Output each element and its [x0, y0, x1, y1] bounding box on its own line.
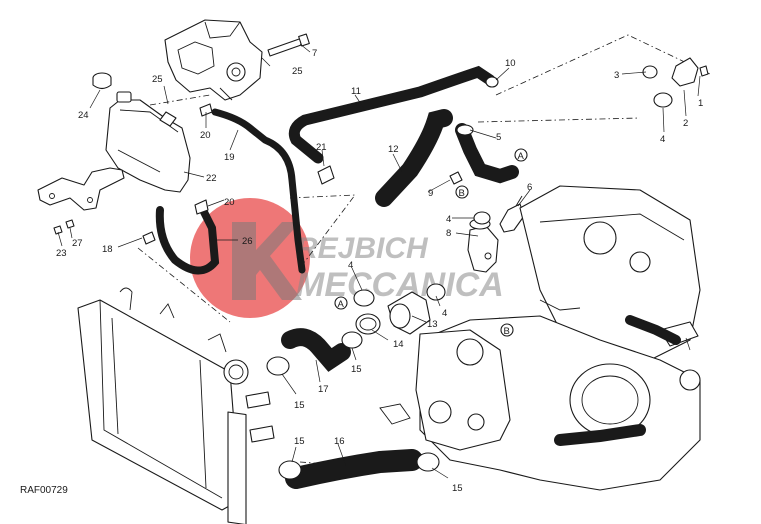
callout-4: 4: [446, 214, 451, 225]
small-fittings: [142, 57, 709, 245]
sensor-6: [499, 195, 525, 233]
callout-1: 1: [698, 98, 703, 109]
elbow-pipe-5: [455, 123, 519, 184]
marker-a: A: [518, 151, 525, 162]
hose-26: [155, 206, 220, 275]
watermark-logo: REJBICH MECCANICA: [190, 198, 504, 318]
callout-8: 8: [446, 228, 451, 239]
radiator: [77, 287, 275, 524]
hose-12: [375, 109, 453, 207]
mount-bracket: [164, 19, 263, 101]
o-ring-14: [355, 313, 381, 335]
callout-10: 10: [505, 58, 516, 69]
callout-2: 2: [683, 118, 688, 129]
callout-13: 13: [427, 319, 438, 330]
callout-15: 15: [351, 364, 362, 375]
assembly-line-mid: [289, 194, 356, 269]
callout-19: 19: [224, 152, 235, 163]
callout-23: 23: [56, 248, 67, 259]
callout-22: 22: [206, 173, 217, 184]
clamps: [266, 92, 673, 480]
marker-b: B: [459, 188, 465, 199]
callout-15: 15: [294, 436, 305, 447]
assembly-line-right: [477, 117, 641, 123]
expansion-tank: [105, 91, 191, 193]
callout-12: 12: [388, 144, 399, 155]
callout-9: 9: [428, 188, 433, 199]
callout-25: 25: [292, 66, 303, 77]
marker-a: A: [338, 299, 345, 310]
callout-26: 26: [242, 236, 253, 247]
hose-16: [285, 449, 423, 489]
callout-4: 4: [348, 260, 353, 271]
callout-3: 3: [614, 70, 619, 81]
clamp-10: [485, 76, 499, 88]
callout-24: 24: [78, 110, 89, 121]
thermostat-housing-8: [467, 218, 499, 273]
leader-lines: [57, 43, 701, 479]
watermark-k-shape: [232, 222, 302, 300]
callout-20: 20: [200, 130, 211, 141]
assembly-line-left: [137, 247, 231, 323]
callout-21: 21: [316, 142, 327, 153]
callout-15: 15: [452, 483, 463, 494]
reference-markers: A A B B: [334, 148, 528, 337]
assembly-line-tank: [149, 94, 211, 106]
engine-block: [379, 185, 701, 491]
bolt-7: [267, 33, 310, 57]
callout-14: 14: [393, 339, 404, 350]
callout-18: 18: [102, 244, 113, 255]
callout-4: 4: [660, 134, 665, 145]
callout-25: 25: [152, 74, 163, 85]
callout-27: 27: [72, 238, 83, 249]
callout-7: 7: [312, 48, 317, 59]
callout-20: 20: [224, 197, 235, 208]
callout-4: 4: [442, 308, 447, 319]
callout-11: 11: [351, 86, 361, 97]
callout-15: 15: [294, 400, 305, 411]
callout-16: 16: [334, 436, 345, 447]
tank-cap-24: [92, 72, 112, 90]
watermark-line2: MECCANICA: [296, 266, 504, 304]
callout-6: 6: [527, 182, 532, 193]
drawing-reference-code: RAF00729: [20, 485, 68, 496]
thermostat-13: [387, 291, 431, 335]
tank-bracket-23: [37, 167, 125, 211]
screw-23-27: [53, 219, 75, 235]
watermark-line1: REJBICH: [296, 232, 429, 265]
hose-19: [211, 108, 306, 274]
callout-5: 5: [496, 132, 501, 143]
callout-17: 17: [318, 384, 329, 395]
callout-labels: 1 2 3 4 4 4 4 5 6 7 8 9 10 11 12 13 14 1…: [56, 48, 703, 494]
marker-b: B: [504, 326, 510, 337]
hose-17: [281, 328, 351, 372]
